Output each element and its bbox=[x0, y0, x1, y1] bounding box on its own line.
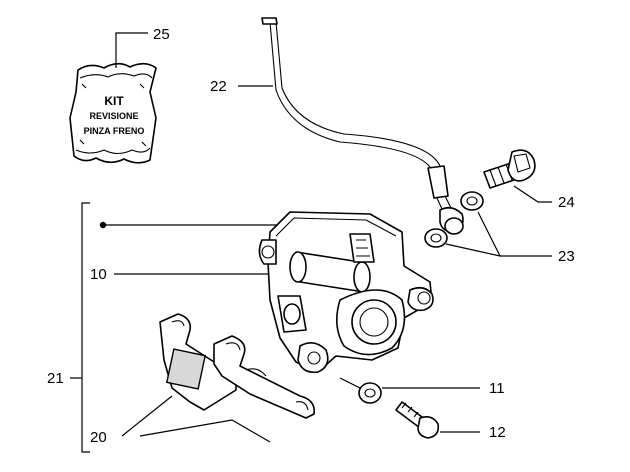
leader-24 bbox=[513, 185, 552, 203]
leader-25 bbox=[115, 32, 148, 68]
washer bbox=[358, 382, 382, 404]
leader-11 bbox=[339, 377, 480, 389]
callout-25: 25 bbox=[153, 26, 170, 43]
kit-label-line2: REVISIONE bbox=[89, 111, 138, 121]
callout-10: 10 bbox=[90, 266, 107, 283]
sealing-washers bbox=[424, 191, 484, 248]
callout-12: 12 bbox=[489, 424, 506, 441]
callout-20: 20 bbox=[90, 429, 107, 446]
callout-22: 22 bbox=[210, 78, 227, 95]
callout-23: 23 bbox=[558, 248, 575, 265]
banjo-bolt bbox=[483, 149, 536, 189]
caliper-body bbox=[258, 211, 434, 374]
callout-24: 24 bbox=[558, 194, 575, 211]
mounting-bolt bbox=[395, 401, 440, 439]
bracket-21 bbox=[70, 202, 90, 453]
brake-pads bbox=[159, 313, 316, 419]
leader-23 bbox=[445, 211, 552, 257]
callout-11: 11 bbox=[489, 380, 505, 397]
brake-hose bbox=[261, 17, 464, 233]
callout-21: 21 bbox=[47, 370, 64, 387]
kit-label-line3: PINZA FRENO bbox=[84, 126, 145, 136]
kit-label-line1: KIT bbox=[104, 94, 124, 108]
assembly-pointer bbox=[99, 221, 278, 229]
repair-kit-bag: KIT REVISIONE PINZA FRENO bbox=[69, 62, 157, 164]
leader-20 bbox=[121, 395, 271, 443]
